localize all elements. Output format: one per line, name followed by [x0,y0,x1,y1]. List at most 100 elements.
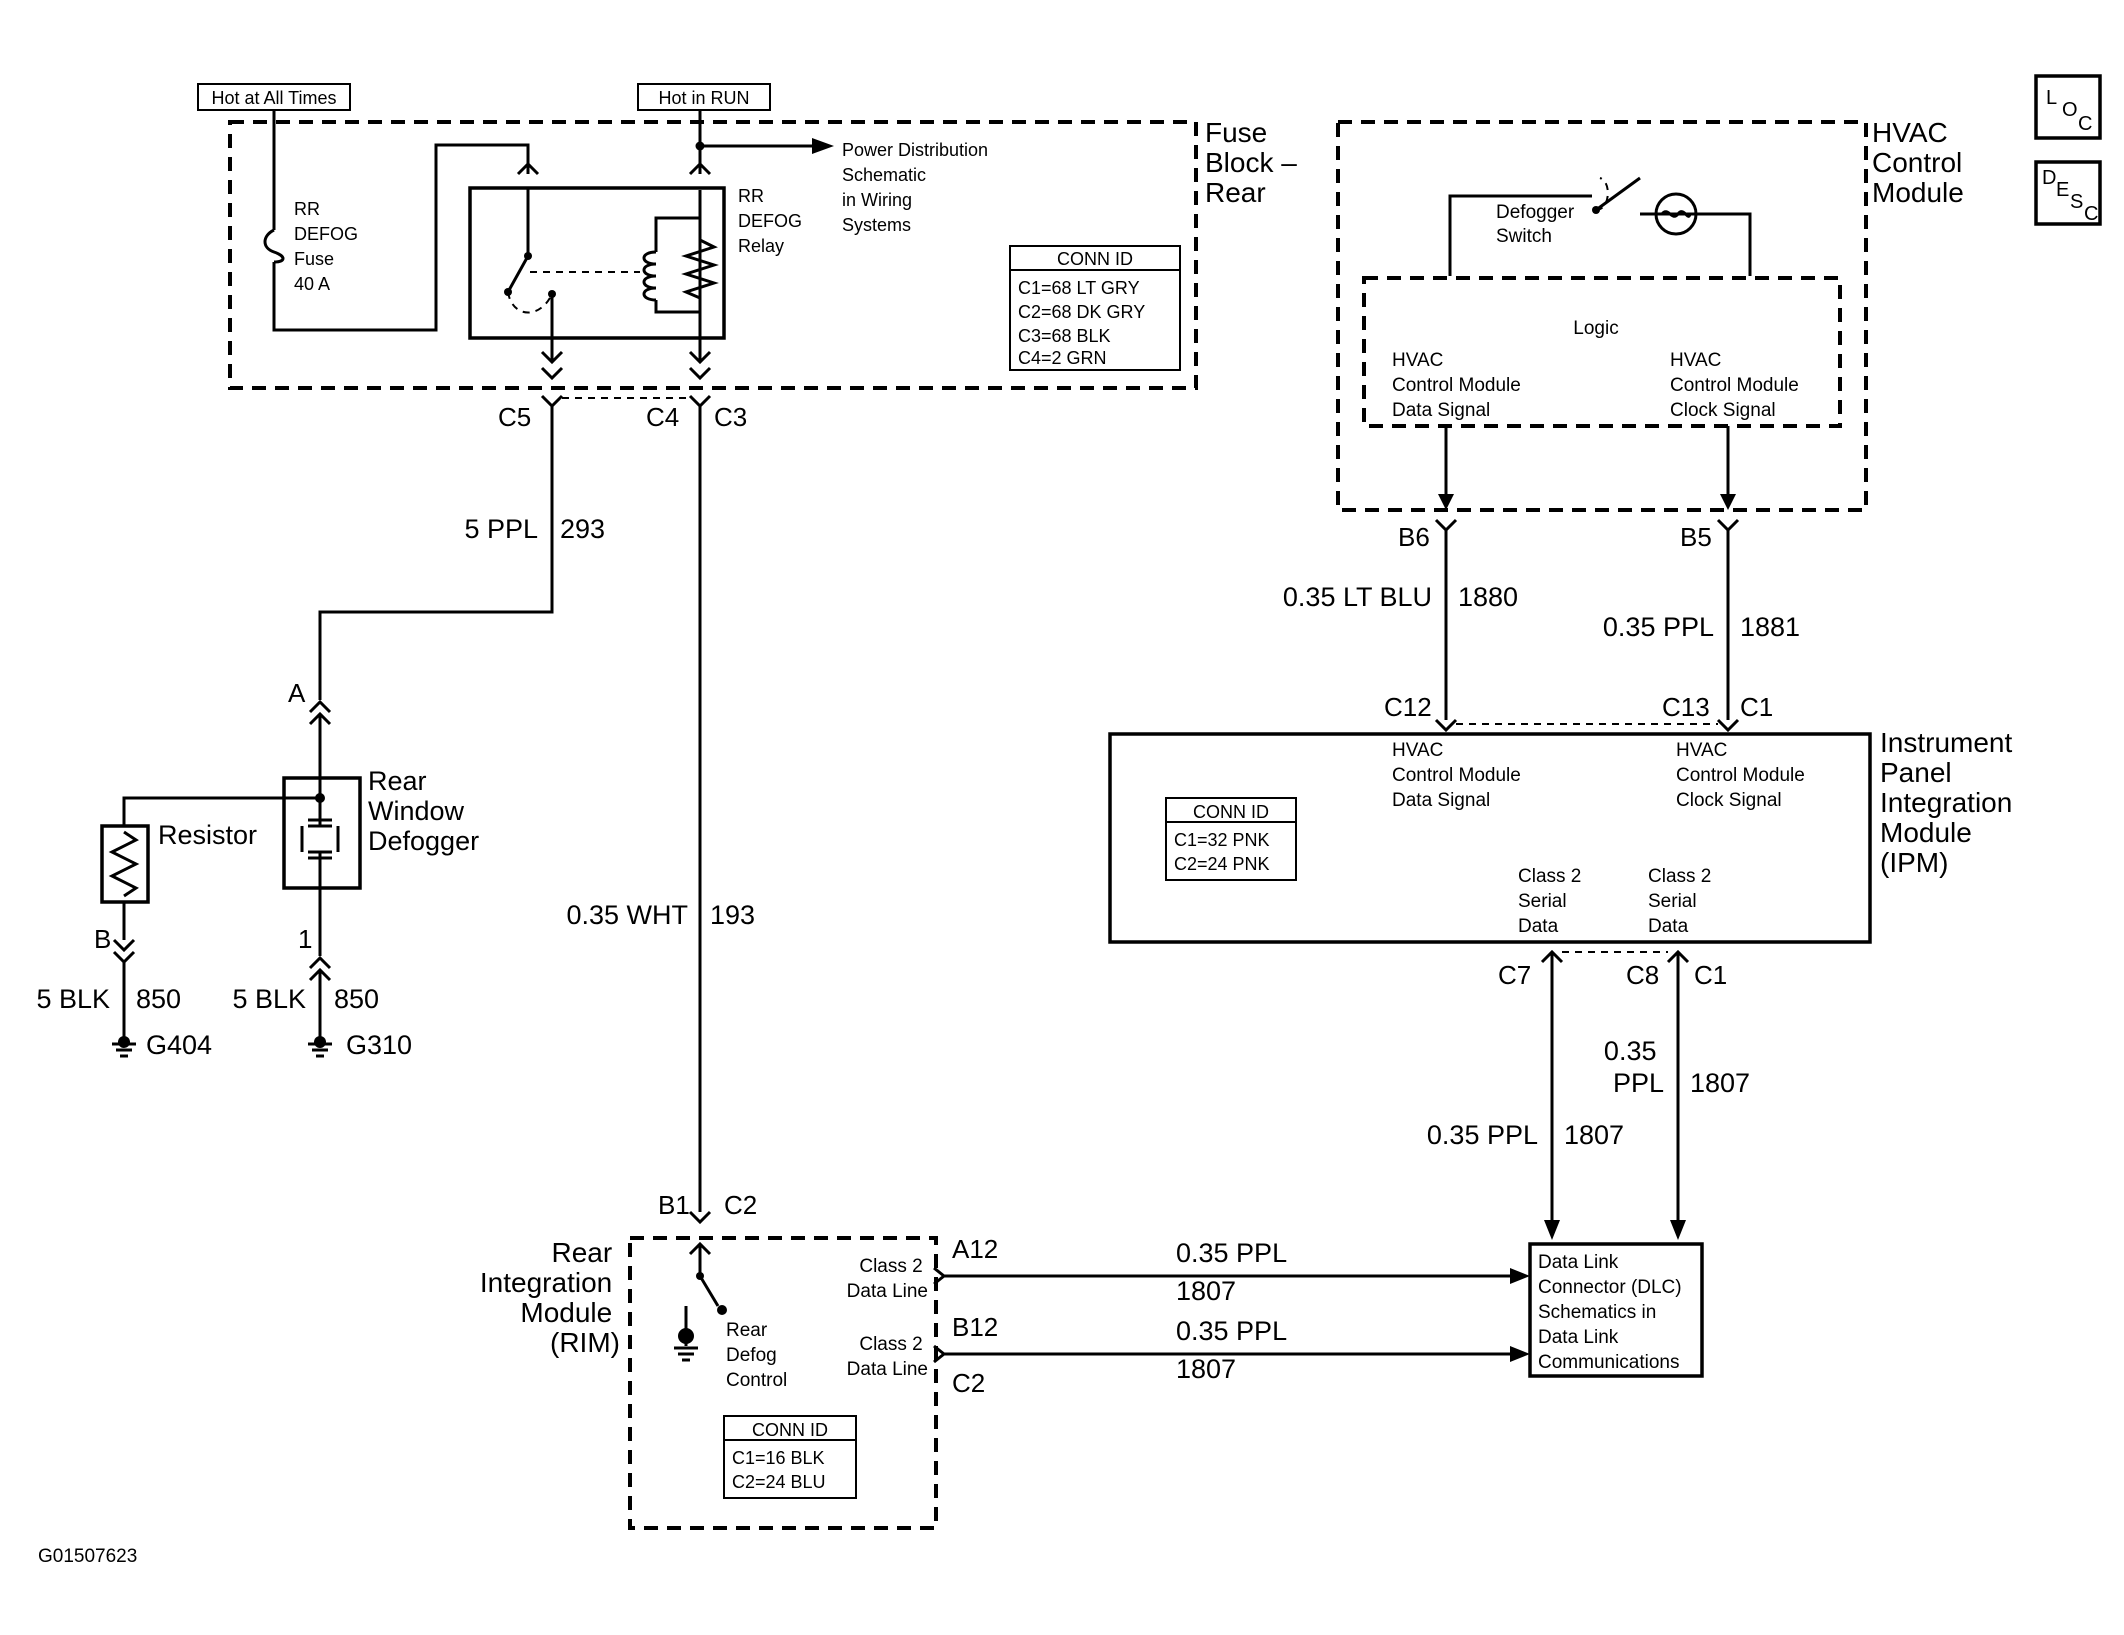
rim-dlc-wires [944,1274,1510,1356]
rim-conn-list: C1=16 BLK C2=24 BLU [732,1448,830,1492]
rim-output-terminals [933,1266,945,1364]
hot-at-all-times-label: Hot at All Times [211,88,336,108]
pin-b: B [94,924,111,954]
power-splice [695,141,705,151]
loc-letter-c: C [2078,113,2092,135]
fuse-block-conn-title: CONN ID [1057,249,1133,269]
pin-b-terminal [112,938,136,965]
wire-293-number: 293 [560,514,605,544]
c3-terminal [688,338,712,381]
defogger-title: Rear Window Defogger [368,766,479,856]
wires-1880-1881 [1444,530,1730,720]
relay-switch-arc [507,291,553,314]
dlc-text: Data Link Connector (DLC) Schematics in … [1538,1252,1687,1373]
rim-dlc-arrows [1510,1268,1530,1362]
ipm-clock-signal-label: HVAC Control Module Clock Signal [1676,740,1810,811]
desc-letter-d: D [2042,167,2056,189]
relay-fixed-contact [548,290,556,298]
ipm-conn-list: C1=32 PNK C2=24 PNK [1174,830,1275,874]
pin-b12: B12 [952,1312,998,1342]
relay-diode-resistor [681,238,719,300]
fuse-block-title: Fuse Block – Rear [1205,117,1305,208]
hvac-switch-label: Defogger Switch [1496,202,1579,247]
dlc-box [1528,1242,1704,1378]
pin-c12: C12 [1384,692,1432,722]
defogger-grid-symbol [300,818,340,860]
wire-850a-number: 850 [136,984,181,1014]
desc-icon[interactable] [2034,160,2102,226]
pin-c2: C2 [724,1190,757,1220]
resistor-label: Resistor [158,820,257,850]
rim-switch-pivot [696,1272,704,1280]
hvac-outline [1336,120,1868,512]
pin-c4: C4 [646,402,679,432]
rim-ground-node [678,1328,694,1344]
hot-in-run-label: Hot in RUN [658,88,749,108]
wire-1807a-size: 0.35 PPL [1427,1120,1538,1150]
defogger-box [282,776,362,890]
wire-193-number: 193 [710,900,755,930]
relay-switch-arm [506,198,530,293]
pin-c8: C8 [1626,960,1659,990]
wire-193-size: 0.35 WHT [566,900,688,930]
pin-c1b: C1 [1694,960,1727,990]
ipm-dlc-wires [1550,954,1680,1220]
desc-letter-c: C [2084,203,2098,225]
pin-c13: C13 [1662,692,1710,722]
wire-1807c-size: 0.35 PPL [1176,1238,1287,1268]
hvac-switch-wiring [1448,176,1752,276]
ipm-data-signal-label: HVAC Control Module Data Signal [1392,740,1526,811]
fuse-wire [272,110,530,332]
wire-1807c-number: 1807 [1176,1276,1236,1306]
hvac-output-wires [1444,426,1730,496]
wire-1807d-number: 1807 [1176,1354,1236,1384]
rim-data-line-1: Class 2 Data Line [847,1256,928,1302]
relay-terminal-top-left [516,161,540,198]
relay-coil [642,250,657,302]
pin-c7: C7 [1498,960,1531,990]
ground-g310-label: G310 [346,1030,412,1060]
loc-icon[interactable] [2034,74,2102,140]
wire-1880-number: 1880 [1458,582,1518,612]
wire-850b-size: 5 BLK [232,984,306,1014]
pin-b1: B1 [658,1190,690,1220]
ipm-conn-id [1165,797,1297,881]
resistor-box [100,824,150,904]
rim-conn-id [723,1415,857,1499]
fuse-symbol [263,228,285,264]
wire-1807d-size: 0.35 PPL [1176,1316,1287,1346]
rim-conn-title: CONN ID [752,1420,828,1440]
rim-defog-switch [688,1241,720,1307]
pin-1: 1 [298,924,312,954]
loc-letter-o: O [2062,99,2078,121]
wire-1881-size: 0.35 PPL [1603,612,1714,642]
ground-wires [122,962,322,1042]
wire-1807a-number: 1807 [1564,1120,1624,1150]
rim-title: Rear Integration Module (RIM) [480,1237,620,1358]
resistor-wire [122,796,320,940]
wire-850b-number: 850 [334,984,379,1014]
pin-c5: C5 [498,402,531,432]
relay-coil-leads [654,216,700,314]
ipm-output-ticks [1540,949,1690,964]
hvac-logic-label: Logic [1573,318,1618,339]
desc-letter-s: S [2070,191,2083,213]
relay-terminal-top-right [688,161,712,176]
pin-b5: B5 [1680,522,1712,552]
c5-terminal [540,338,564,381]
hvac-indicator-filament [1660,210,1692,218]
power-distribution-note: Power Distribution Schematic in Wiring S… [842,140,993,235]
relay-box [468,186,726,340]
hvac-data-signal-label: HVAC Control Module Data Signal [1392,350,1526,421]
loc-letter-l: L [2046,87,2057,109]
hvac-switch-arc [1595,177,1609,211]
fuse-label: RR DEFOG Fuse 40 A [294,199,363,294]
figure-id: G01507623 [38,1546,137,1567]
pin-c3: C3 [714,402,747,432]
pin-c1: C1 [1740,692,1773,722]
pin-a12: A12 [952,1234,998,1264]
rim-ground-icon [674,1346,698,1362]
wire-850a-size: 5 BLK [36,984,110,1014]
wire-1881-number: 1881 [1740,612,1800,642]
